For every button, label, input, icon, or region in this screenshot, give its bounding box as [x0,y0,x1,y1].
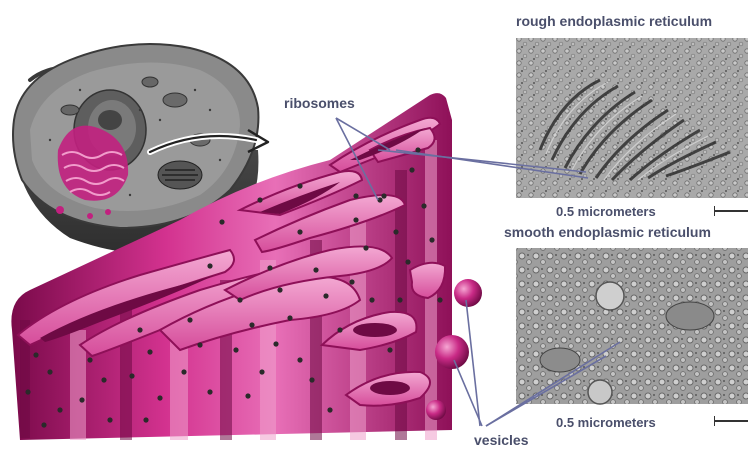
scale-label-top: 0.5 micrometers [556,205,656,218]
scale-label-bottom: 0.5 micrometers [556,416,656,429]
ribosome-dot [363,245,368,250]
em-rough-er [516,38,748,198]
ribosome-dot [33,352,38,357]
ribosome-dot [237,297,242,302]
ribosome-dot [313,267,318,272]
ribosome-dot [349,279,354,284]
ribosome-dot [327,407,332,412]
ribosome-dot [187,317,192,322]
scale-bar-bottom [714,420,748,422]
ribosome-dot [147,349,152,354]
ribosome-dot [245,393,250,398]
ribosome-dot [393,229,398,234]
ribosome-dot [157,395,162,400]
ribosome-dot [277,287,282,292]
ribosome-dot [397,297,402,302]
ribosome-dot [309,377,314,382]
ribosome-dot [41,422,46,427]
ribosome-dot [377,197,382,202]
ribosome-dot [353,193,358,198]
ribosome-dot [137,327,142,332]
ribosome-dot [143,417,148,422]
ribosome-dot [259,369,264,374]
ribosome-dot [297,183,302,188]
smooth-er-title: smooth endoplasmic reticulum [504,225,711,239]
ribosome-dot [287,315,292,320]
ribosome-dot [129,373,134,378]
ribosome-dot [249,322,254,327]
ribosome-dot [437,297,442,302]
ribosomes-label: ribosomes [284,96,355,110]
ribosome-dot [337,327,342,332]
ribosome-dot [323,293,328,298]
vesicles-label: vesicles [474,433,529,447]
ribosome-dot [415,147,420,152]
ribosome-dot [405,259,410,264]
ribosome-dot [297,357,302,362]
ribosome-dot [47,369,52,374]
ribosome-dot [107,417,112,422]
ribosome-dot [207,263,212,268]
em-smooth-er [516,248,748,404]
ribosome-dot [257,197,262,202]
ribosome-dot [207,389,212,394]
ribosome-dot [429,237,434,242]
ribosome-dot [25,389,30,394]
ribosome-dot [353,217,358,222]
scale-bar-top [714,210,748,212]
ribosome-dot [181,369,186,374]
ribosome-dot [57,407,62,412]
ribosome-dot [297,229,302,234]
ribosome-dot [421,203,426,208]
ribosome-dot [381,193,386,198]
ribosome-dot [101,377,106,382]
ribosome-dot [233,347,238,352]
ribosome-dot [79,397,84,402]
ribosome-dot [87,357,92,362]
ribosome-dot [267,265,272,270]
rough-er-title: rough endoplasmic reticulum [516,14,712,28]
ribosome-dot [197,342,202,347]
ribosome-dot [409,167,414,172]
ribosome-dot [219,219,224,224]
ribosome-dot [369,297,374,302]
ribosome-dot [387,347,392,352]
ribosome-dot [273,341,278,346]
